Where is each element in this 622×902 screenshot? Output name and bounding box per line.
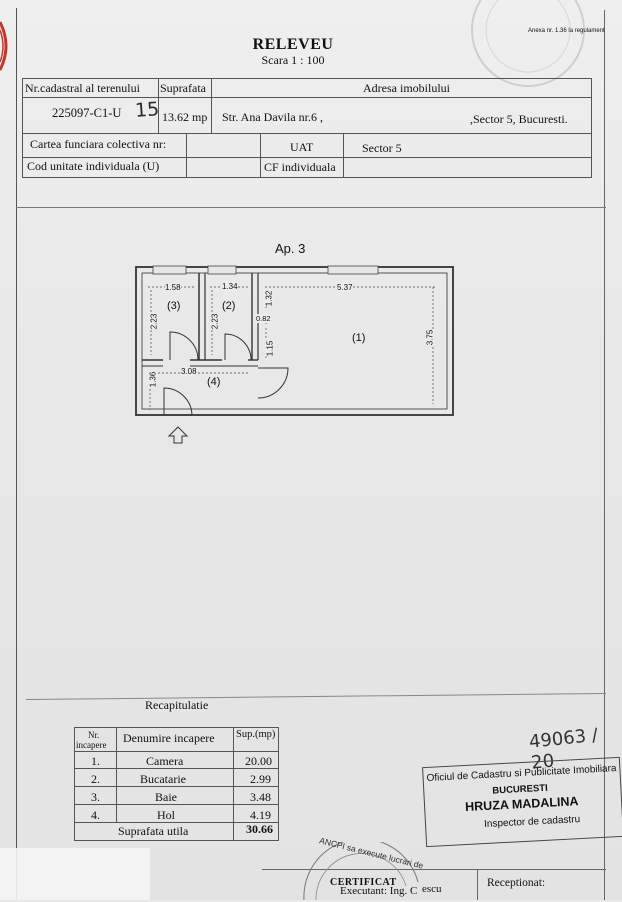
room-label-3: (3) bbox=[167, 300, 181, 312]
total-value: 30.66 bbox=[246, 822, 273, 836]
stamp-line-3: HRUZA MADALINA bbox=[464, 794, 579, 815]
dim-3-75: 3.75 bbox=[425, 329, 435, 346]
header-cadastral: Nr.cadastral al terenului bbox=[25, 81, 140, 95]
address-street: Str. Ana Davila nr.6 , bbox=[222, 110, 323, 124]
cadastral-handwritten: 15 bbox=[134, 98, 160, 122]
col-nr-header: Nr. bbox=[88, 730, 100, 740]
col-name-header: Denumire incapere bbox=[123, 731, 215, 745]
row-3-nr: 3. bbox=[91, 790, 100, 804]
dim-2-23-mid: 2.23 bbox=[210, 313, 220, 330]
stamp-line-4: Inspector de cadastru bbox=[483, 814, 581, 831]
row-2-sup: 2.99 bbox=[250, 772, 271, 786]
stamp-line-1: Oficiul de Cadastru si Publicitate Imobi… bbox=[426, 763, 617, 785]
white-redaction-patch bbox=[0, 848, 150, 900]
dim-2-23-left: 2.23 bbox=[149, 313, 159, 330]
left-border bbox=[16, 8, 17, 900]
room-label-1: (1) bbox=[352, 332, 366, 344]
dim-1-32: 1.32 bbox=[264, 290, 274, 307]
dim-1-36: 1.36 bbox=[148, 371, 158, 388]
row-4-name: Hol bbox=[157, 808, 175, 822]
cod-unitate-label: Cod unitate individuala (U) bbox=[27, 159, 160, 173]
dim-5-37: 5.37 bbox=[337, 283, 353, 292]
carte-funciara-label: Cartea funciara colectiva nr: bbox=[30, 137, 167, 151]
row-1-sup: 20.00 bbox=[245, 754, 272, 768]
dim-3-08: 3.08 bbox=[181, 367, 197, 376]
address-city: ,Sector 5, Bucuresti. bbox=[470, 112, 568, 126]
row-4-sup: 4.19 bbox=[250, 808, 271, 822]
faint-round-stamp bbox=[471, 0, 585, 87]
total-label: Suprafata utila bbox=[118, 824, 189, 838]
floor-plan bbox=[135, 265, 454, 416]
room-label-4: (4) bbox=[207, 376, 221, 388]
document-title: RELEVEU bbox=[252, 36, 334, 53]
document-scale: Scara 1 : 100 bbox=[261, 53, 325, 67]
cadastral-number: 225097-C1-U bbox=[52, 106, 122, 120]
executant-tail: escu bbox=[422, 883, 442, 895]
header-address: Adresa imobilului bbox=[363, 81, 450, 95]
entrance-arrow-icon bbox=[167, 426, 189, 444]
recap-title: Recapitulatie bbox=[145, 698, 209, 712]
dim-1-58: 1.58 bbox=[165, 283, 181, 292]
uat-value: Sector 5 bbox=[362, 141, 402, 155]
row-1-nr: 1. bbox=[91, 754, 100, 768]
row-2-name: Bucatarie bbox=[140, 772, 186, 786]
dim-1-34: 1.34 bbox=[222, 282, 238, 291]
row-4-nr: 4. bbox=[91, 808, 100, 822]
stamp-line-2: BUCURESTI bbox=[492, 782, 549, 797]
apartment-label: Ap. 3 bbox=[275, 241, 306, 256]
red-seal-fragment bbox=[0, 21, 8, 71]
surface-value: 13.62 mp bbox=[162, 110, 208, 124]
row-3-name: Baie bbox=[155, 790, 177, 804]
section-divider-top bbox=[16, 207, 606, 208]
row-1-name: Camera bbox=[146, 754, 184, 768]
col-nr-header-2: incapere bbox=[76, 740, 107, 750]
executant-label: Executant: Ing. C bbox=[340, 885, 418, 897]
col-sup-header: Sup.(mp) bbox=[236, 729, 276, 740]
dim-0-82: 0.82 bbox=[256, 314, 271, 323]
section-divider-bottom bbox=[26, 692, 606, 701]
cadastre-stamp: Oficiul de Cadastru si Publicitate Imobi… bbox=[422, 756, 622, 848]
certificat-label: CERTIFICAT bbox=[330, 877, 397, 888]
round-seal bbox=[303, 842, 419, 901]
right-border bbox=[604, 10, 605, 900]
row-3-sup: 3.48 bbox=[250, 790, 271, 804]
cf-individuala-label: CF individuala bbox=[264, 160, 336, 174]
dim-1-15: 1.15 bbox=[265, 340, 275, 357]
receptionat-label: Receptionat: bbox=[487, 877, 546, 889]
uat-label: UAT bbox=[290, 140, 314, 154]
header-surface: Suprafata bbox=[160, 81, 206, 95]
room-label-2: (2) bbox=[222, 300, 236, 312]
annex-note: Anexa nr. 1.36 la regulament bbox=[528, 28, 605, 34]
row-2-nr: 2. bbox=[91, 772, 100, 786]
